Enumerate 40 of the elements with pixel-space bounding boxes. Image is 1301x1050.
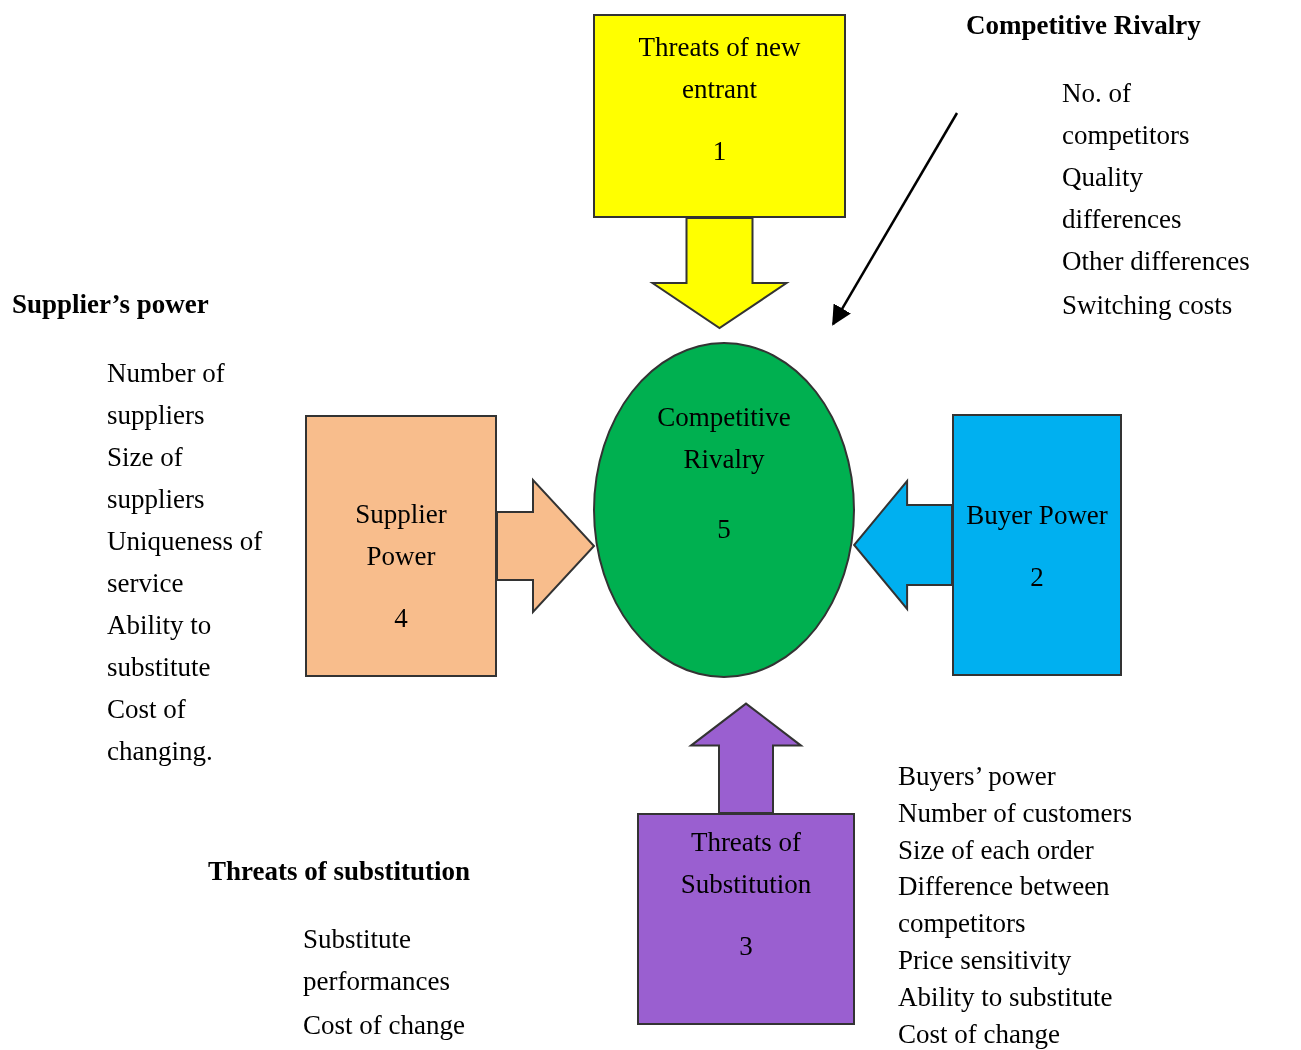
factor-text: Cost of changing. bbox=[107, 693, 214, 768]
force-title: Competitive Rivalry bbox=[656, 401, 792, 476]
force-box bbox=[305, 415, 497, 677]
force-title: Supplier Power bbox=[354, 498, 448, 573]
section-heading: Competitive Rivalry bbox=[966, 9, 1202, 42]
section-heading: Threats of substitution bbox=[208, 855, 472, 888]
force-number: 5 bbox=[717, 513, 731, 546]
arrow bbox=[832, 112, 959, 326]
factor-text: Buyers’ power bbox=[898, 760, 1057, 793]
factor-text: Switching costs bbox=[1062, 289, 1234, 322]
force-number: 1 bbox=[712, 135, 727, 168]
block-arrow bbox=[496, 477, 596, 615]
factor-text: Ability to substitute bbox=[107, 609, 213, 684]
block-arrow bbox=[852, 478, 953, 612]
factor-text: Uniqueness of service bbox=[107, 525, 264, 600]
section-heading: Supplier’s power bbox=[12, 288, 210, 321]
factor-text: Size of each order bbox=[898, 834, 1095, 867]
factor-text: Price sensitivity bbox=[898, 944, 1073, 977]
factor-text: Cost of change bbox=[898, 1018, 1061, 1050]
factor-text: Number of suppliers bbox=[107, 357, 226, 432]
force-title: Threats of new entrant bbox=[637, 31, 802, 106]
factor-text: Ability to substitute bbox=[898, 981, 1114, 1014]
force-number: 2 bbox=[1030, 561, 1044, 594]
block-arrow bbox=[649, 217, 790, 330]
force-title: Buyer Power bbox=[966, 499, 1108, 532]
factor-text: Other differences bbox=[1062, 245, 1251, 278]
factor-text: Number of customers bbox=[898, 797, 1133, 830]
block-arrow bbox=[688, 702, 804, 814]
factor-text: No. of competitors bbox=[1062, 77, 1191, 152]
force-number: 4 bbox=[394, 602, 408, 635]
force-title: Threats of Substitution bbox=[679, 826, 813, 901]
force-number: 3 bbox=[739, 930, 753, 963]
factor-text: Quality differences bbox=[1062, 161, 1183, 236]
force-box bbox=[637, 813, 855, 1025]
force-box bbox=[952, 414, 1122, 676]
factor-text: Substitute performances bbox=[303, 923, 451, 998]
force-box bbox=[593, 14, 846, 218]
factor-text: Size of suppliers bbox=[107, 441, 206, 516]
factor-text: Difference between competitors bbox=[898, 870, 1111, 940]
factor-text: Cost of change bbox=[303, 1009, 466, 1042]
